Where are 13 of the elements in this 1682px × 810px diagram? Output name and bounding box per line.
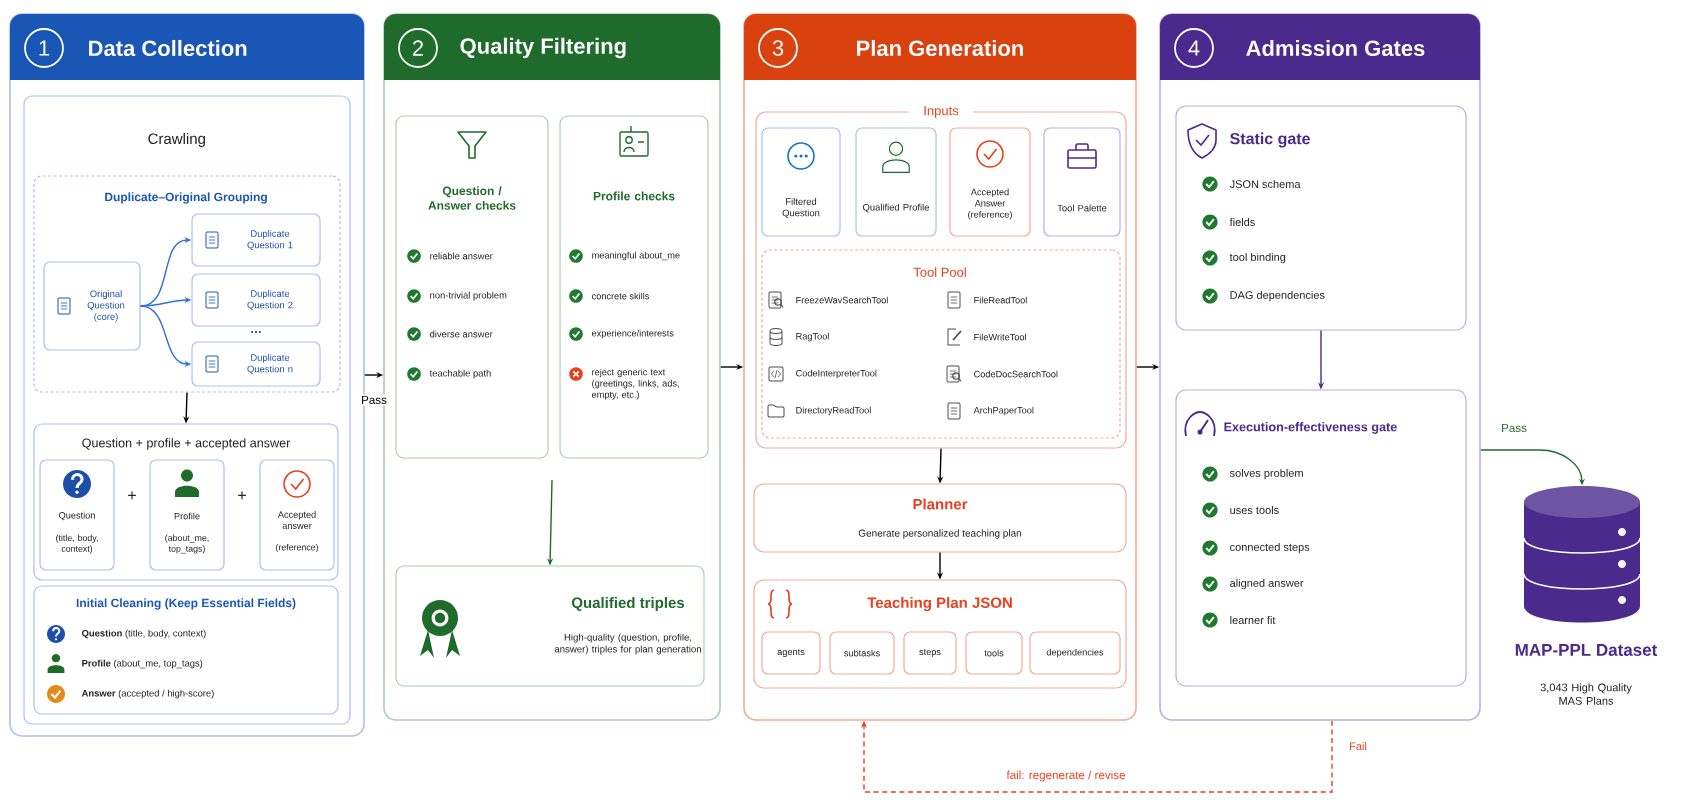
panel-title: Data Collection xyxy=(89,39,247,57)
step-number: 3 xyxy=(758,28,798,68)
step-number: 2 xyxy=(398,28,438,68)
panel-title: Plan Generation xyxy=(857,39,1023,57)
panel-title: Admission Gates xyxy=(1246,39,1425,57)
dataset-title: MAP-PPL Dataset xyxy=(1515,644,1658,656)
step-number: 4 xyxy=(1174,28,1214,68)
panel-title: Quality Filtering xyxy=(460,37,626,59)
plus-sign: + xyxy=(238,491,246,500)
feedback-arrow xyxy=(860,720,1333,793)
card-title: Static gate xyxy=(1230,132,1310,148)
plus-sign: + xyxy=(128,491,136,500)
step-number: 1 xyxy=(24,28,64,68)
